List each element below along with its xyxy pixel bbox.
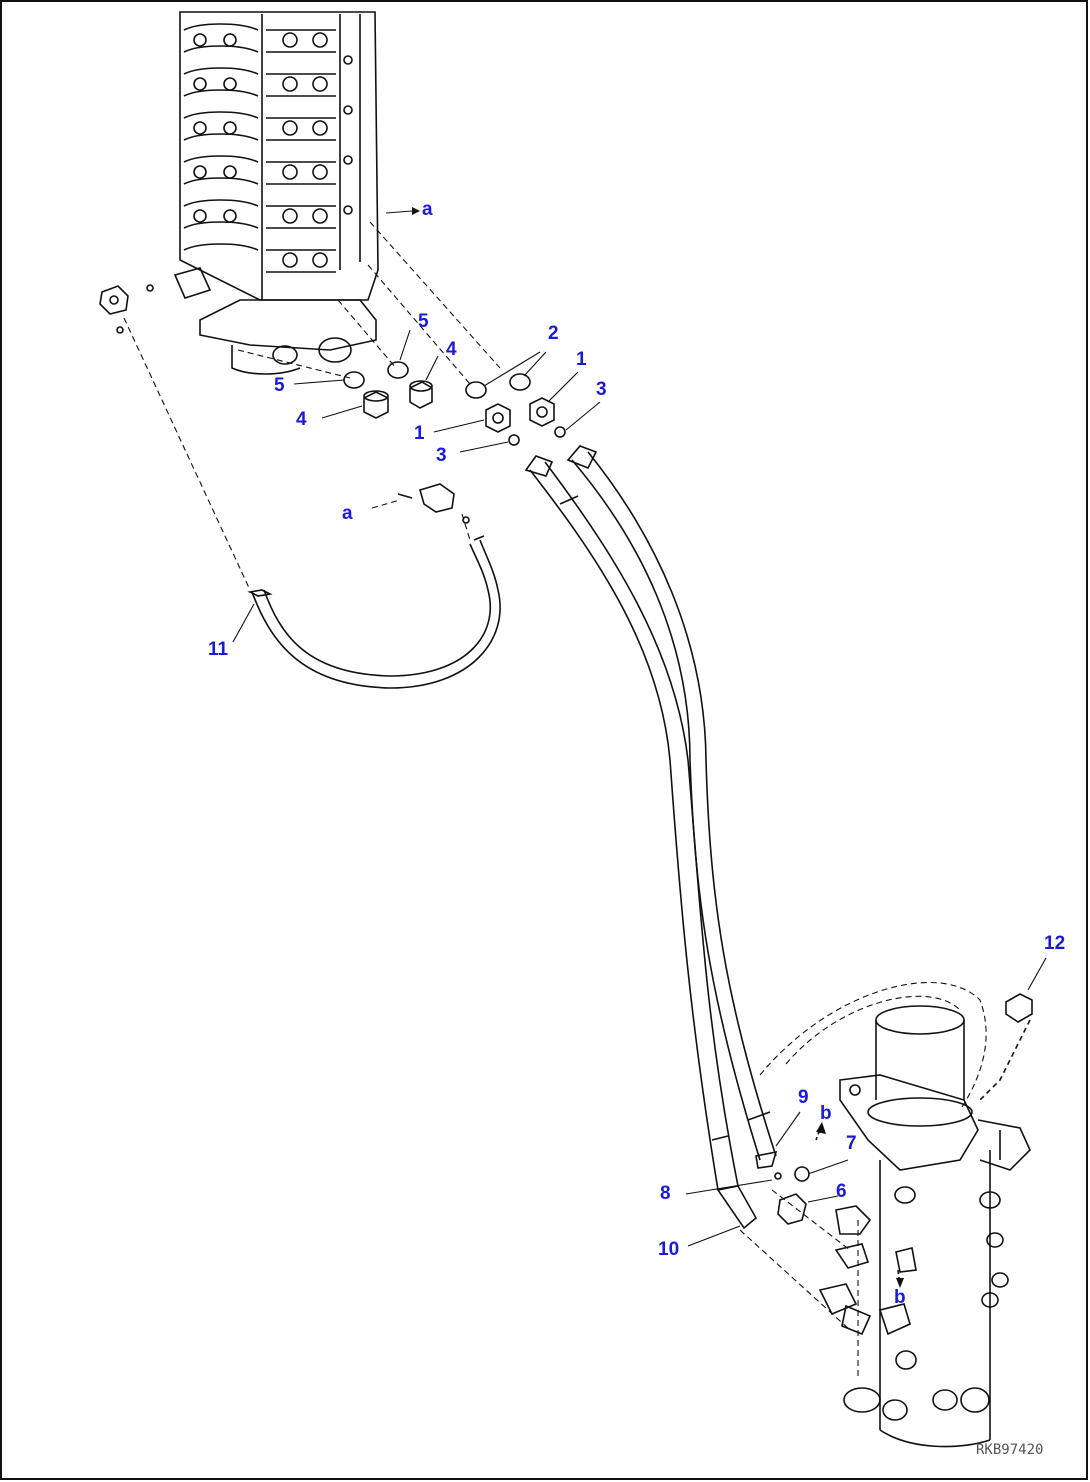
callout-a-left: a [342,503,353,524]
callout-11: 11 [208,639,229,660]
assembly-lines [123,221,987,1380]
leader-lines [232,210,1047,1247]
valve-fittings [343,361,566,524]
leader-arrows [412,207,904,1288]
callout-5-upper: 5 [418,311,429,332]
left-elbow-fitting [99,284,154,334]
callout-8: 8 [660,1183,671,1204]
callout-9: 9 [798,1087,809,1108]
callout-5-left: 5 [274,375,285,396]
callout-3-right: 3 [596,379,607,400]
figure-code: RKB97420 [976,1442,1044,1458]
callout-7: 7 [846,1133,857,1154]
callout-b-lower: b [894,1287,906,1308]
callout-4-left: 4 [296,409,307,430]
valve-ports [193,32,353,268]
callout-12: 12 [1044,933,1066,954]
hoses [247,445,778,1230]
callout-a-top: a [422,199,433,220]
callout-2: 2 [548,323,559,344]
callout-10: 10 [658,1239,680,1260]
control-valve [173,11,379,375]
callout-4-upper: 4 [446,339,457,360]
callout-b-upper: b [820,1103,832,1124]
valve-sections [183,23,336,273]
callout-1-left: 1 [414,423,425,444]
callout-1-right: 1 [576,349,587,370]
callout-3-left: 3 [436,445,447,466]
callout-6: 6 [836,1181,847,1202]
swivel-joint [774,993,1033,1448]
